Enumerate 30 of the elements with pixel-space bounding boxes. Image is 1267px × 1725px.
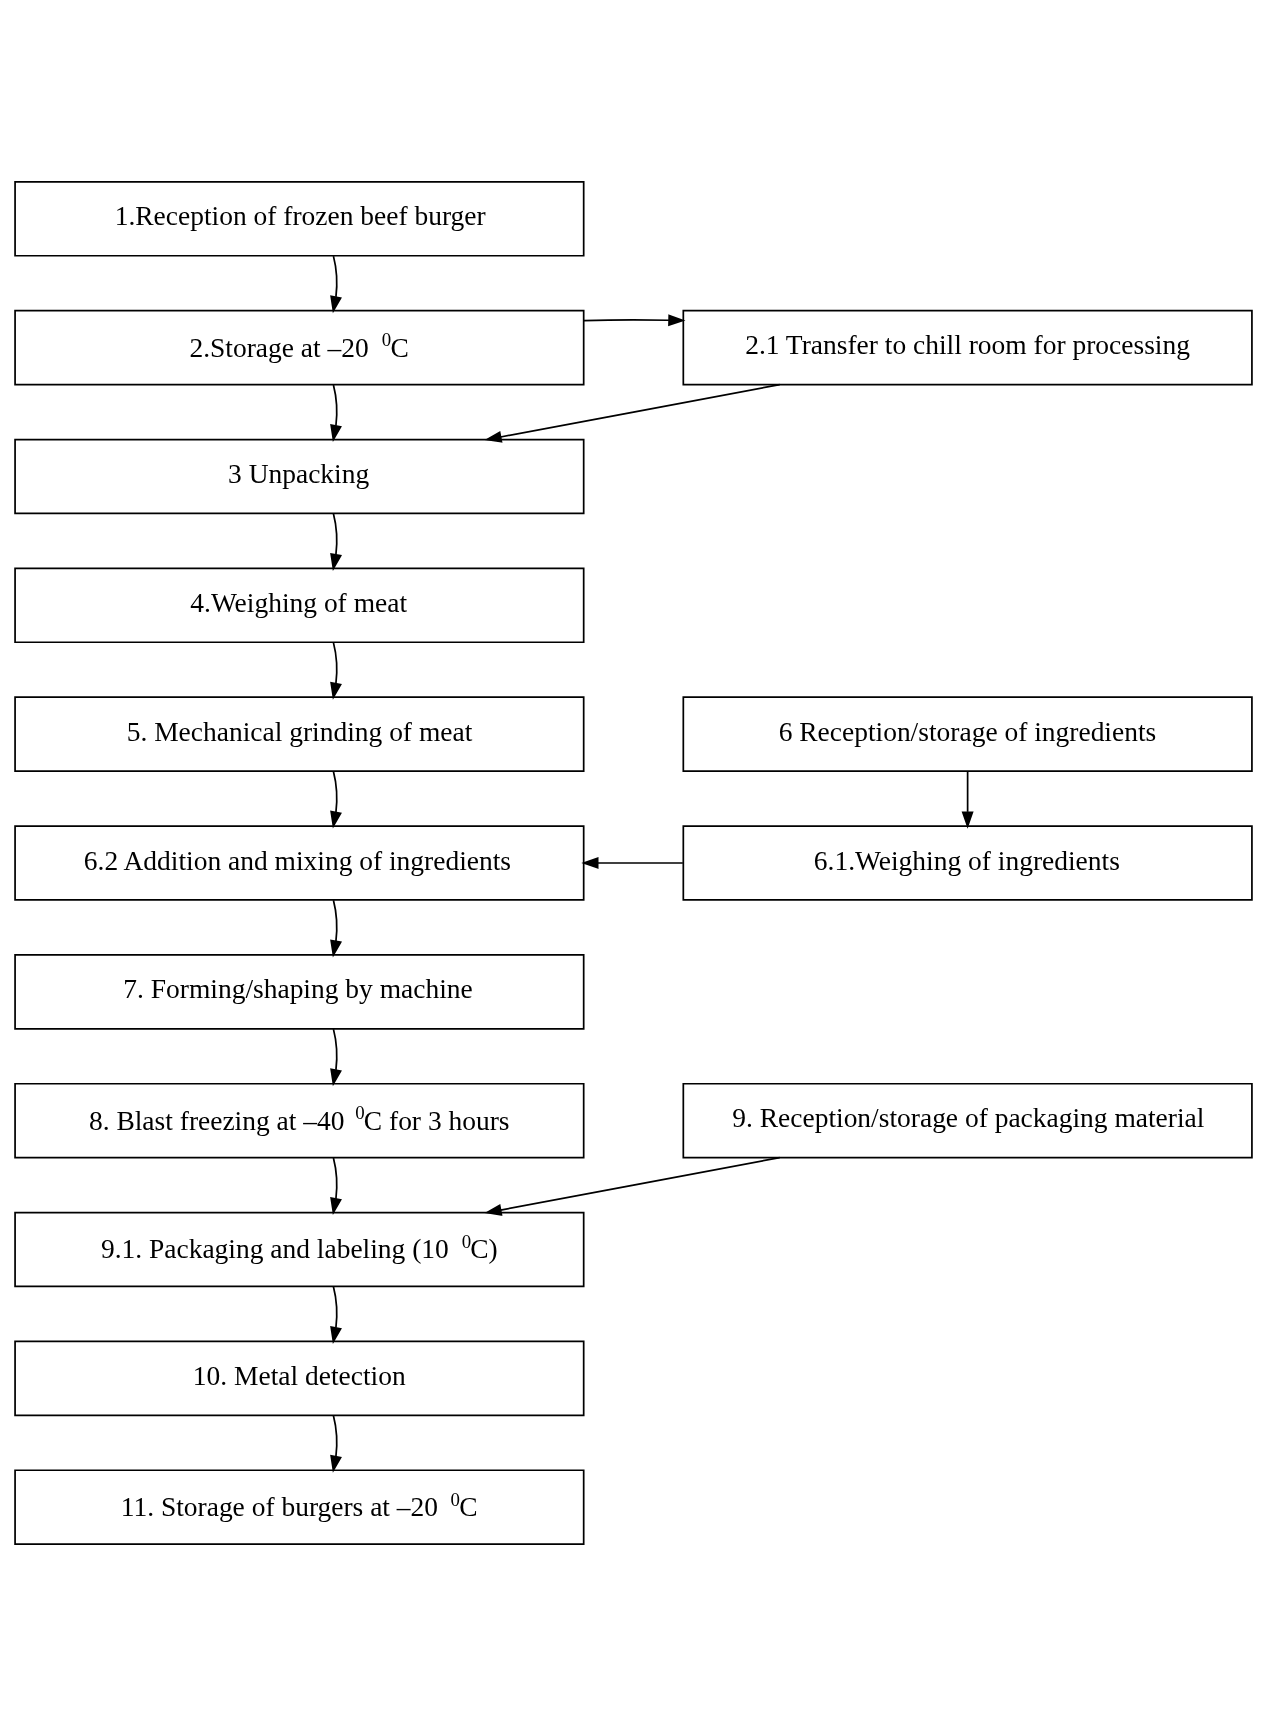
node-box: 3 Unpacking (14, 438, 585, 514)
node-box: 11. Storage of burgers at –20 $^{0}$C (14, 1468, 585, 1545)
node-box: 6.2 Addition and mixing of ingredients (14, 824, 585, 901)
arrow (581, 856, 684, 869)
arrow (484, 383, 781, 443)
node-box: 1.Reception of frozen beef burger (14, 180, 585, 257)
node-box: 7. Forming/shaping by machine (14, 953, 585, 1030)
arrow (961, 770, 974, 829)
arrow (330, 512, 342, 571)
node-box: 2.1 Transfer to chill room for processing (682, 309, 1253, 385)
arrow (330, 641, 342, 700)
node-box: 2.Storage at –20 $^{0}$C (14, 309, 585, 385)
arrow (484, 1156, 781, 1216)
arrow (330, 898, 342, 957)
node-box: 5. Mechanical grinding of meat (14, 695, 585, 772)
arrow (330, 254, 342, 313)
node-box: 9. Reception/storage of packaging material (682, 1082, 1253, 1158)
node-box: 10. Metal detection (14, 1340, 585, 1416)
arrow (330, 770, 342, 829)
arrow (330, 1285, 342, 1344)
node-box: 4.Weighing of meat (14, 567, 585, 643)
node-box: 8. Blast freezing at –40 $^{0}$C for 3 hours (14, 1082, 585, 1158)
arrow (583, 313, 686, 326)
arrow (330, 1027, 342, 1086)
node-box: 9.1. Packaging and labeling (10 $^{0}$C) (14, 1211, 585, 1287)
arrow (330, 1156, 342, 1215)
arrow (330, 1414, 342, 1473)
node-box: 6.1.Weighing of ingredients (682, 824, 1253, 901)
arrow (330, 383, 342, 442)
node-box: 6 Reception/storage of ingredients (682, 695, 1253, 772)
